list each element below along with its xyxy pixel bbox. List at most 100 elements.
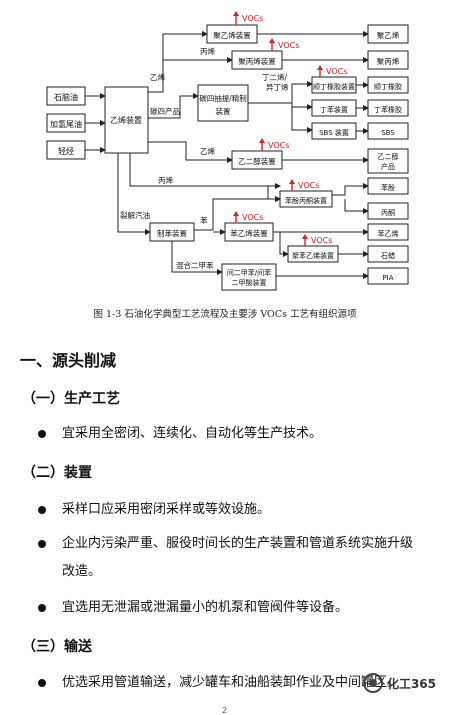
bullet-dot	[38, 679, 46, 687]
edge-label-propylene-1: 丙烯	[200, 46, 215, 56]
product-phenol: 苯酚	[367, 177, 409, 195]
vocs-arrow-phenol: VOCs	[289, 179, 319, 191]
edge-label-ethylene-2: 乙烯	[200, 146, 215, 156]
svg-text:VOCs: VOCs	[242, 213, 263, 222]
watermark: 化工365	[362, 673, 436, 693]
bullet-text: 企业内污染严重、服役时间长的生产装置和管道系统实施升级改造。	[62, 536, 414, 579]
svg-text:聚丙烯: 聚丙烯	[377, 56, 400, 66]
vocs-arrow-ps: VOCs	[302, 234, 332, 246]
pe-unit-box: 聚乙烯装置	[206, 24, 258, 44]
product-acetone: 丙酮	[367, 202, 409, 220]
svg-text:顺丁橡胶装置: 顺丁橡胶装置	[313, 82, 355, 91]
bullet-text: 采样口应采用密闭采样或等效设施。	[62, 502, 271, 517]
process-flow-diagram: 石脑油 加氢尾油 轻烃 乙烯装置 乙烯 丙烯 聚乙烯装置 聚丙烯装置 VOCs …	[46, 11, 409, 291]
svg-text:加氢尾油: 加氢尾油	[50, 119, 82, 129]
svg-text:乙二醇: 乙二醇	[378, 152, 399, 161]
svg-text:聚苯乙烯装置: 聚苯乙烯装置	[292, 251, 334, 260]
product-sbs: SBS	[367, 122, 409, 140]
watermark-logo-icon	[362, 673, 383, 693]
subsection-title-process: （一）生产工艺	[22, 391, 120, 407]
edge-label-ethylene-1: 乙烯	[150, 72, 165, 82]
bullet-dot	[38, 540, 46, 548]
svg-text:乙烯装置: 乙烯装置	[110, 115, 142, 125]
svg-text:苯酚丙酮装置: 苯酚丙酮装置	[285, 196, 327, 205]
svg-text:SBS: SBS	[381, 129, 395, 137]
pta-unit-box: 间二甲苯/间苯 二甲酸装置	[221, 263, 277, 291]
svg-text:VOCs: VOCs	[298, 181, 319, 190]
svg-text:碳四抽提/精制: 碳四抽提/精制	[199, 93, 247, 103]
svg-text:PIA: PIA	[382, 274, 393, 282]
svg-text:间二甲苯/间苯: 间二甲苯/间苯	[227, 268, 271, 277]
figure-caption: 图 1-3 石油化学典型工艺流程及主要涉 VOCs 工艺有组织源项	[93, 309, 357, 320]
svg-text:丁苯橡胶: 丁苯橡胶	[374, 105, 402, 114]
pp-unit-box: 聚丙烯装置	[231, 50, 283, 70]
c4-unit-box: 碳四抽提/精制 装置	[197, 84, 249, 122]
svg-text:顺丁橡胶: 顺丁橡胶	[374, 82, 402, 91]
dingben-unit-box: 丁苯装置	[311, 99, 357, 117]
svg-text:苯乙烯: 苯乙烯	[378, 229, 399, 238]
vocs-arrow-pe: VOCs	[233, 11, 263, 25]
svg-text:二甲酸装置: 二甲酸装置	[232, 278, 267, 287]
vocs-arrow-eg: VOCs	[259, 138, 289, 151]
styrene-unit-box: 苯乙烯装置	[224, 222, 274, 242]
input-box-hydro-tail-oil: 加氢尾油	[46, 113, 86, 133]
edge-label-propylene-2: 丙烯	[158, 175, 173, 185]
bullet-text: 宜采用全密闭、连续化、自动化等生产技术。	[62, 426, 323, 441]
svg-text:石蜡: 石蜡	[381, 251, 395, 260]
input-box-naphtha: 石脑油	[46, 86, 86, 106]
product-pe: 聚乙烯	[367, 24, 409, 44]
subsection-title-equipment: （二）装置	[22, 465, 92, 481]
sbs-unit-box: SBS 装置	[311, 122, 357, 140]
section-title: 一、源头削减	[20, 351, 117, 370]
svg-text:制苯装置: 制苯装置	[157, 228, 187, 238]
svg-text:VOCs: VOCs	[311, 236, 332, 245]
edge-label-benzene: 苯	[200, 215, 208, 225]
edge-label-xylene: 混合二甲苯	[176, 260, 214, 270]
eg-unit-box: 乙二醇装置	[231, 150, 283, 170]
svg-text:VOCs: VOCs	[326, 67, 347, 76]
svg-text:SBS 装置: SBS 装置	[319, 128, 349, 137]
svg-text:乙二醇装置: 乙二醇装置	[238, 156, 276, 166]
vocs-arrow-styrene: VOCs	[233, 211, 263, 223]
svg-text:苯乙烯装置: 苯乙烯装置	[230, 228, 268, 238]
input-box-light-hydrocarbon: 轻烃	[46, 140, 86, 160]
product-shunding: 顺丁橡胶	[367, 76, 409, 94]
svg-text:聚乙烯: 聚乙烯	[377, 30, 400, 40]
ethylene-unit-box: 乙烯装置	[104, 86, 149, 154]
edge-label-butadiene: 丁二烯/	[262, 72, 287, 82]
subsection-title-transport: （三）输送	[22, 639, 92, 655]
benzene-unit-box: 制苯装置	[149, 222, 195, 242]
svg-text:石脑油: 石脑油	[54, 92, 78, 102]
svg-text:VOCs: VOCs	[268, 141, 289, 150]
ps-unit-box: 聚苯乙烯装置	[287, 245, 339, 263]
svg-text:轻烃: 轻烃	[58, 146, 74, 156]
product-eg: 乙二醇 产品	[367, 148, 409, 174]
bullet-text: 宜选用无泄漏或泄漏量小的机泵和管阀件等设备。	[62, 600, 349, 615]
bullet-text: 优选采用管道输送，减少罐车和油船装卸作业及中间罐区。	[62, 675, 401, 690]
product-pp: 聚丙烯	[367, 50, 409, 70]
svg-text:丁苯装置: 丁苯装置	[320, 105, 348, 114]
svg-text:VOCs: VOCs	[242, 14, 263, 23]
bullet-dot	[38, 604, 46, 612]
vocs-arrow-pp: VOCs	[269, 38, 299, 51]
product-pia: PIA	[367, 267, 409, 285]
bullet-dot	[38, 506, 46, 514]
bullet-dot	[38, 430, 46, 438]
shunding-unit-box: 顺丁橡胶装置	[311, 76, 357, 94]
svg-text:聚丙烯装置: 聚丙烯装置	[238, 56, 276, 66]
product-dingben: 丁苯橡胶	[367, 99, 409, 117]
page-number: 2	[222, 706, 228, 715]
phenol-unit-box: 苯酚丙酮装置	[279, 190, 333, 208]
svg-text:苯酚: 苯酚	[381, 183, 395, 192]
svg-text:产品: 产品	[381, 162, 395, 171]
edge-label-c4-products: 碳四产品	[150, 106, 180, 116]
svg-text:聚乙烯装置: 聚乙烯装置	[213, 30, 251, 40]
svg-text:VOCs: VOCs	[278, 41, 299, 50]
watermark-text: 化工365	[386, 676, 436, 691]
vocs-arrow-shunding: VOCs	[317, 65, 347, 77]
product-styrene: 苯乙烯	[367, 223, 409, 241]
svg-text:装置: 装置	[216, 106, 231, 116]
edge-label-pygas: 裂解汽油	[120, 210, 150, 220]
svg-text:异丁烯: 异丁烯	[266, 82, 289, 92]
product-ps: 石蜡	[367, 245, 409, 263]
